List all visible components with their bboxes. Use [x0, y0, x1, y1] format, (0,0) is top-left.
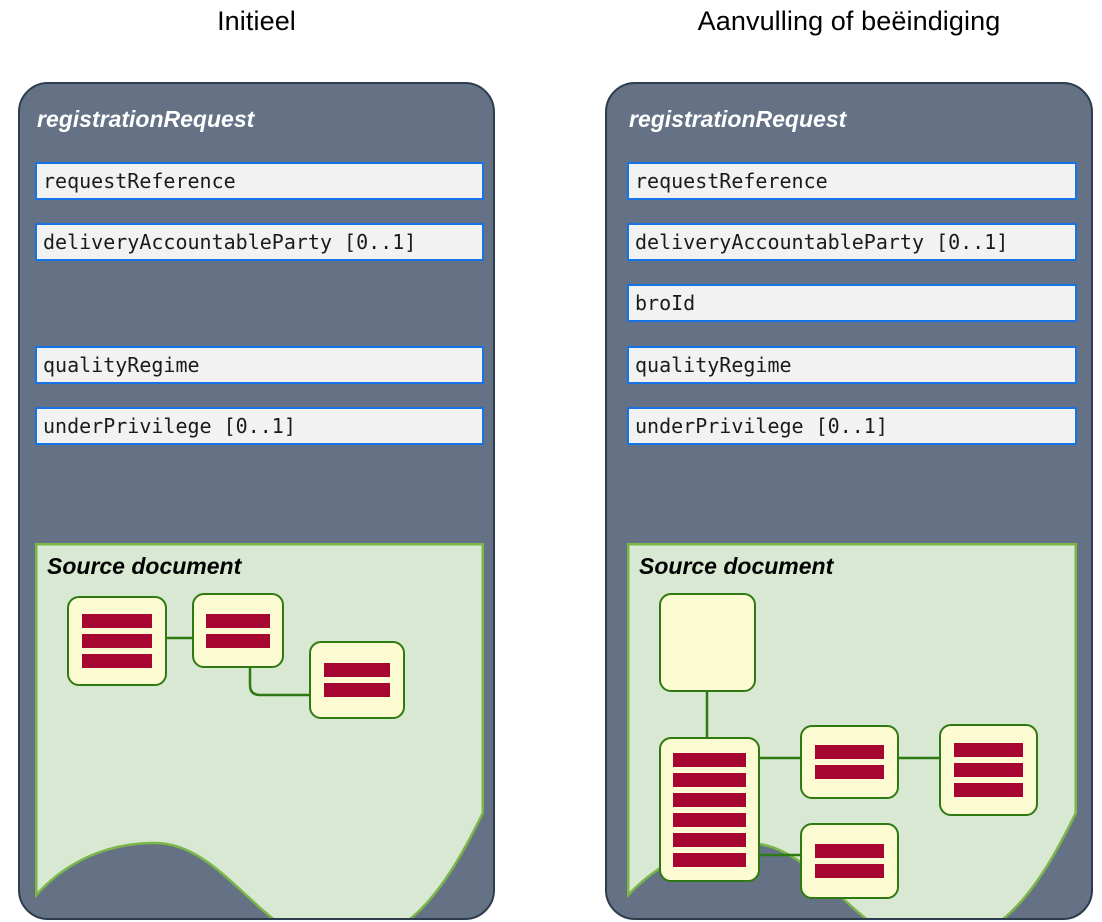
- node-bar: [672, 772, 747, 787]
- node-bar: [672, 752, 747, 767]
- field-quality-regime[interactable]: qualityRegime: [627, 346, 1077, 384]
- diagram-connectors: [705, 692, 939, 857]
- node-bar: [672, 792, 747, 807]
- node-bar: [954, 783, 1023, 797]
- node-bar: [82, 654, 152, 668]
- panel-title: registrationRequest: [629, 106, 847, 132]
- registration-request-panel-initieel: registrationRequest requestReference del…: [18, 82, 495, 920]
- diagram-node-m0[interactable]: [659, 593, 756, 692]
- source-document-label: Source document: [639, 553, 834, 579]
- field-quality-regime[interactable]: qualityRegime: [35, 346, 484, 384]
- source-document-region: Source document: [627, 543, 1077, 918]
- node-bar: [672, 832, 747, 847]
- node-bar: [206, 633, 270, 648]
- node-bar: [815, 765, 884, 779]
- field-request-reference[interactable]: requestReference: [35, 162, 484, 200]
- field-under-privilege[interactable]: underPrivilege [0..1]: [627, 407, 1077, 445]
- node-bar: [672, 812, 747, 827]
- diagram-node-m1[interactable]: [659, 737, 760, 882]
- column-title-initieel: Initieel: [217, 6, 296, 36]
- diagram-node-n1[interactable]: [67, 596, 167, 686]
- node-bar: [815, 864, 884, 878]
- diagram-node-m2[interactable]: [800, 725, 899, 799]
- source-document-diagram: [35, 543, 484, 918]
- node-bar: [323, 663, 391, 677]
- source-document-diagram: [627, 543, 1077, 918]
- field-bro-id[interactable]: broId: [627, 284, 1077, 322]
- diagram-node-n3[interactable]: [309, 641, 405, 719]
- node-bar: [672, 852, 747, 867]
- diagram-node-m4[interactable]: [800, 823, 899, 899]
- registration-request-panel-aanvulling: registrationRequest requestReference del…: [605, 82, 1093, 920]
- node-bar: [82, 634, 152, 648]
- node-bar: [815, 745, 884, 759]
- node-bar: [954, 743, 1023, 757]
- diagram-node-n2[interactable]: [192, 593, 284, 668]
- node-bar: [815, 844, 884, 858]
- diagram-node-m3[interactable]: [939, 724, 1038, 816]
- node-bar: [206, 613, 270, 628]
- field-delivery-accountable-party[interactable]: deliveryAccountableParty [0..1]: [627, 223, 1077, 261]
- diagram-connectors: [167, 636, 309, 697]
- column-title-aanvulling: Aanvulling of beëindiging: [697, 6, 1001, 36]
- source-document-label: Source document: [47, 553, 242, 579]
- node-bar: [82, 614, 152, 628]
- panel-title: registrationRequest: [37, 106, 255, 132]
- source-document-region: Source document: [35, 543, 484, 918]
- field-request-reference[interactable]: requestReference: [627, 162, 1077, 200]
- node-bar: [323, 683, 391, 697]
- field-delivery-accountable-party[interactable]: deliveryAccountableParty [0..1]: [35, 223, 484, 261]
- field-under-privilege[interactable]: underPrivilege [0..1]: [35, 407, 484, 445]
- node-bar: [954, 763, 1023, 777]
